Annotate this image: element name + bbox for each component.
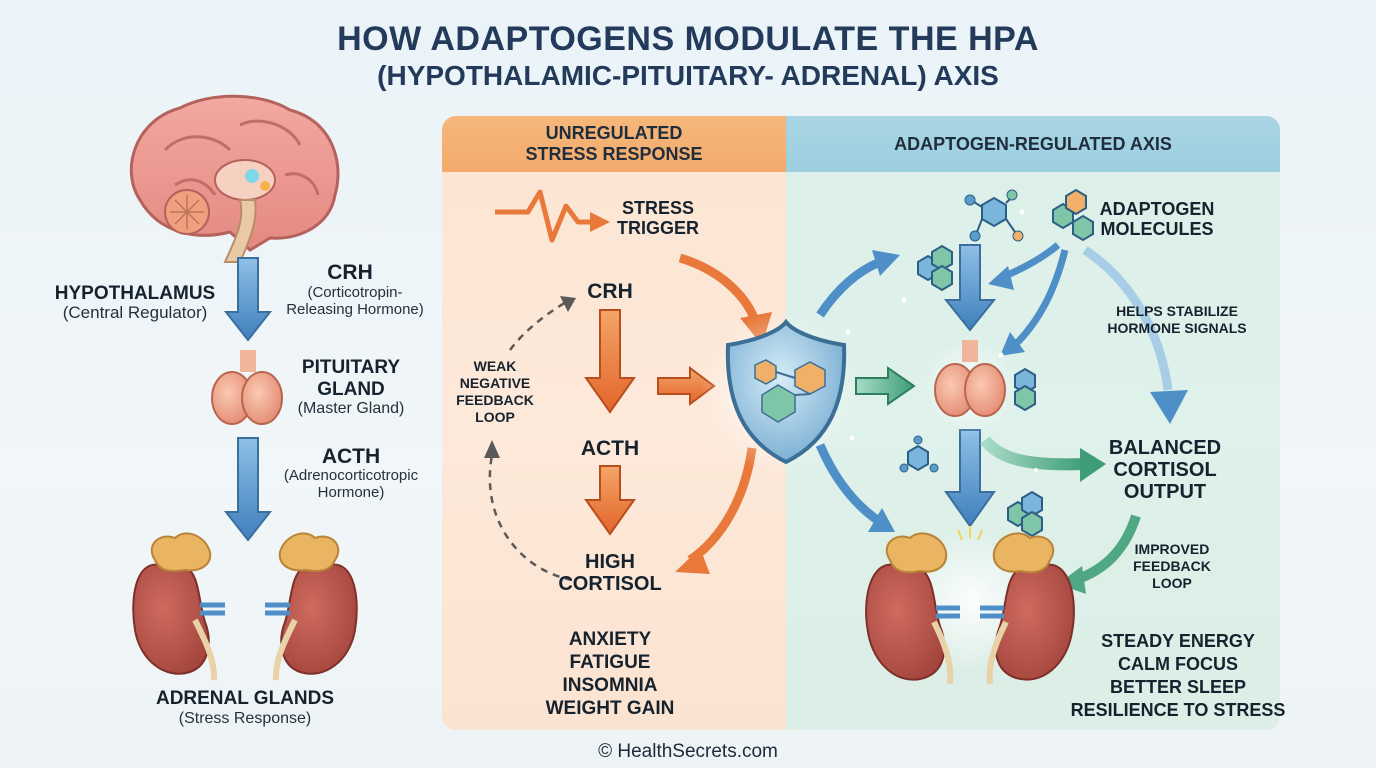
- unregulated-crh-label: CRH: [587, 280, 633, 303]
- regulated-header: [786, 116, 1280, 172]
- adaptogen-molecule-icon: [1007, 490, 1043, 538]
- arrow-down-icon: [944, 429, 996, 528]
- list-item: INSOMNIA: [562, 675, 658, 696]
- balanced-cortisol-label: BALANCED CORTISOL OUTPUT: [1108, 437, 1222, 503]
- arrow-down-icon: [584, 309, 636, 414]
- arrow-right-icon: [855, 366, 916, 406]
- shield-icon: [700, 312, 860, 472]
- list-item: FATIGUE: [569, 652, 651, 673]
- pituitary-label: PITUITARY GLAND: [301, 357, 401, 400]
- acth-label: ACTH: [321, 445, 381, 468]
- list-item: BETTER SLEEP: [1109, 677, 1247, 697]
- list-item: WEIGHT GAIN: [545, 698, 675, 719]
- stress-zigzag-icon: [495, 189, 594, 243]
- high-cortisol-label: HIGH CORTISOL: [558, 551, 662, 595]
- adaptogen-molecules-label: ADAPTOGEN MOLECULES: [1099, 199, 1215, 239]
- adrenal-glands-icon: [132, 532, 358, 681]
- adaptogen-molecule-icon: [899, 435, 939, 473]
- sparkle-icon: [845, 209, 1038, 472]
- pituitary-gland-icon: [211, 350, 283, 425]
- unregulated-acth-label: ACTH: [580, 437, 640, 460]
- pituitary-gland-icon: [922, 340, 1018, 436]
- hypothalamus-desc: (Central Regulator): [62, 303, 208, 322]
- unregulated-header-label: UNREGULATED STRESS RESPONSE: [525, 123, 703, 164]
- pituitary-desc: (Master Gland): [297, 400, 405, 417]
- stress-trigger-label: STRESS TRIGGER: [616, 198, 699, 238]
- list-item: STEADY ENERGY: [1101, 631, 1255, 651]
- symptoms-list: ANXIETY FATIGUE INSOMNIA WEIGHT GAIN: [500, 628, 720, 720]
- crh-desc: (Corticotropin- Releasing Hormone): [286, 284, 424, 318]
- page-subtitle: (HYPOTHALAMIC-PITUITARY- ADRENAL) AXIS: [377, 60, 999, 91]
- adaptogen-molecule-icon: [964, 189, 1024, 242]
- adaptogen-molecule-icon: [917, 244, 953, 292]
- arrow-down-icon: [223, 437, 273, 542]
- list-item: RESILIENCE TO STRESS: [1070, 700, 1286, 720]
- list-item: ANXIETY: [568, 629, 652, 650]
- stabilize-label: HELPS STABILIZE HORMONE SIGNALS: [1107, 303, 1247, 336]
- benefits-list: STEADY ENERGY CALM FOCUS BETTER SLEEP RE…: [1050, 630, 1306, 722]
- adrenal-glands-icon: [865, 526, 1075, 685]
- adrenal-desc: (Stress Response): [178, 710, 312, 727]
- arrow-down-icon: [584, 465, 636, 536]
- crh-label: CRH: [327, 261, 373, 284]
- list-item: CALM FOCUS: [1118, 654, 1238, 674]
- hypothalamus-label: HYPOTHALAMUS: [54, 283, 216, 304]
- page-title: HOW ADAPTOGENS MODULATE THE HPA: [337, 20, 1039, 58]
- adrenal-label: ADRENAL GLANDS: [155, 688, 335, 709]
- brain-icon: [129, 94, 340, 263]
- arrow-down-icon: [223, 257, 273, 342]
- adaptogen-molecule-icon: [1052, 188, 1094, 242]
- unregulated-header: [442, 116, 786, 172]
- acth-desc: (Adrenocorticotropic Hormone): [283, 467, 419, 501]
- arrow-down-icon: [943, 244, 997, 332]
- weak-feedback-label: WEAK NEGATIVE FEEDBACK LOOP: [456, 358, 534, 425]
- adaptogen-molecule-icon: [1014, 367, 1036, 412]
- footer-credit: © HealthSecrets.com: [598, 741, 778, 762]
- regulated-header-label: ADAPTOGEN-REGULATED AXIS: [894, 134, 1172, 154]
- improved-feedback-label: IMPROVED FEEDBACK LOOP: [1133, 541, 1211, 591]
